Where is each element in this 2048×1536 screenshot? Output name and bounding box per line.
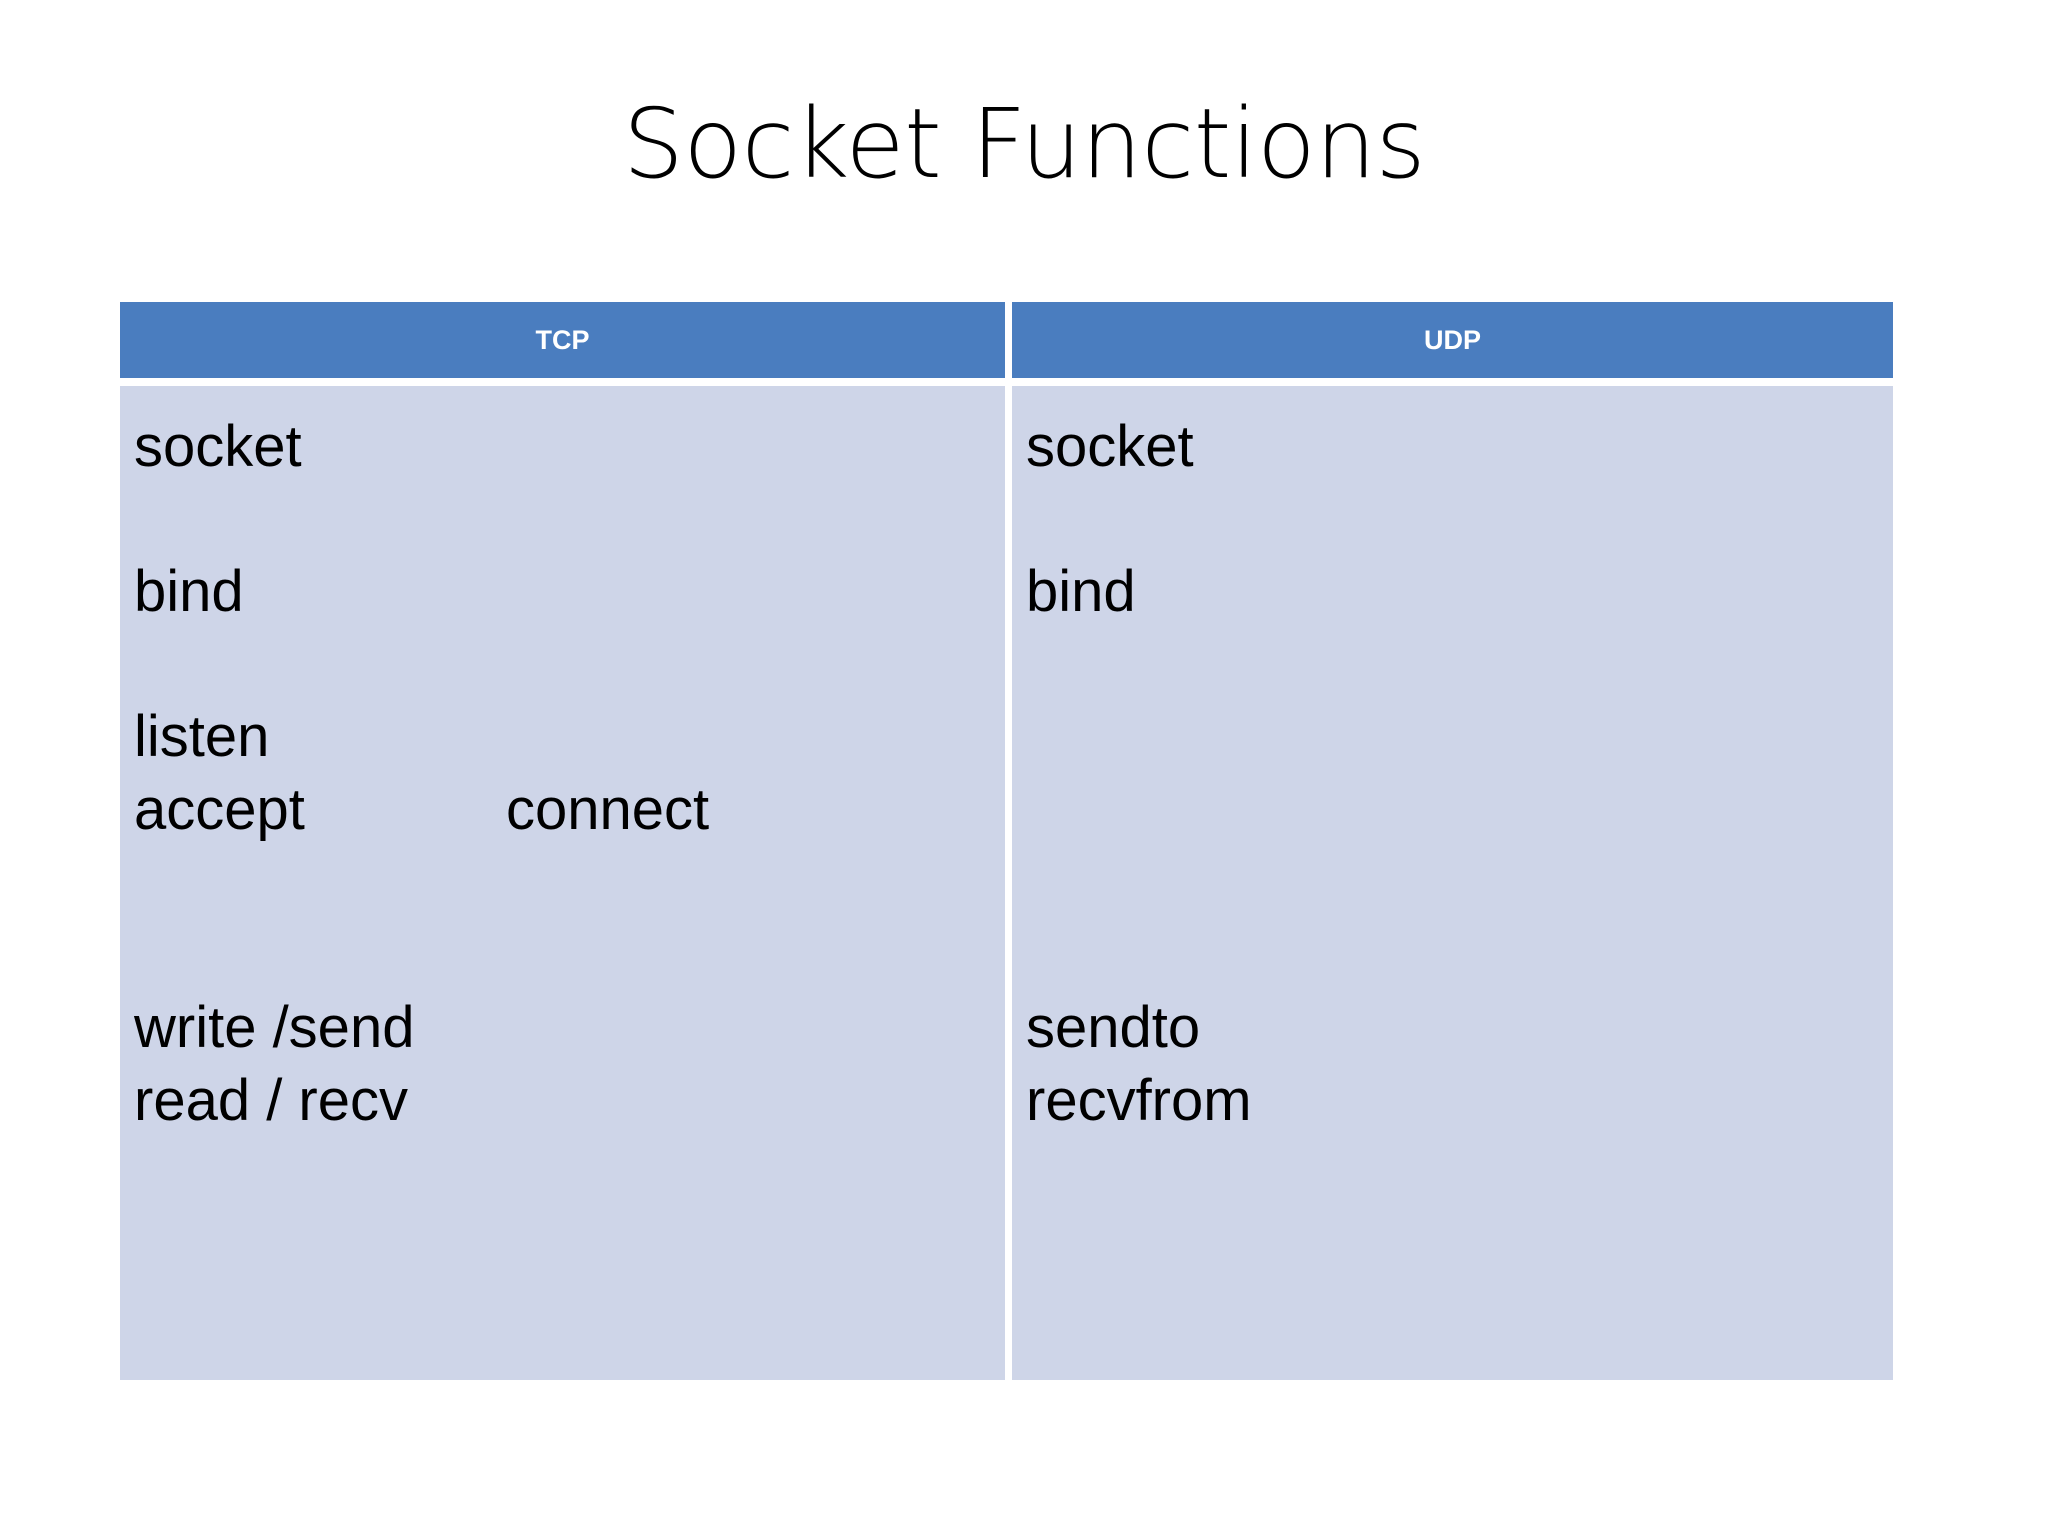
table-cell-udp: socket bind sendto recvfrom xyxy=(1012,386,1893,1380)
udp-function-list: socket bind sendto recvfrom xyxy=(1026,386,1893,1380)
body-column-divider xyxy=(1005,386,1012,1380)
table-header-row: TCP UDP xyxy=(120,302,1893,378)
tcp-function-socket: socket xyxy=(134,414,302,479)
column-header-udp-label: UDP xyxy=(1423,324,1481,355)
tcp-function-write-send: write /send xyxy=(134,995,415,1060)
udp-function-socket: socket xyxy=(1026,414,1194,479)
tcp-function-list: socket bind listen accept connect write … xyxy=(134,386,1005,1380)
header-column-divider xyxy=(1005,302,1012,378)
table-cell-tcp: socket bind listen accept connect write … xyxy=(120,386,1005,1380)
column-header-tcp: TCP xyxy=(120,302,1005,378)
column-header-tcp-label: TCP xyxy=(535,324,590,355)
udp-function-bind: bind xyxy=(1026,559,1136,624)
page-title: Socket Functions xyxy=(622,88,1426,200)
tcp-function-read-recv: read / recv xyxy=(134,1068,408,1133)
socket-functions-table: TCP UDP socket bind listen accept connec… xyxy=(120,302,1893,1380)
tcp-function-accept: accept xyxy=(134,777,305,842)
tcp-function-connect: connect xyxy=(506,777,710,842)
table-body-row: socket bind listen accept connect write … xyxy=(120,386,1893,1380)
udp-function-sendto: sendto xyxy=(1026,995,1201,1060)
column-header-udp: UDP xyxy=(1012,302,1893,378)
tcp-function-listen: listen xyxy=(134,704,270,769)
udp-function-recvfrom: recvfrom xyxy=(1026,1068,1252,1133)
tcp-function-bind: bind xyxy=(134,559,244,624)
